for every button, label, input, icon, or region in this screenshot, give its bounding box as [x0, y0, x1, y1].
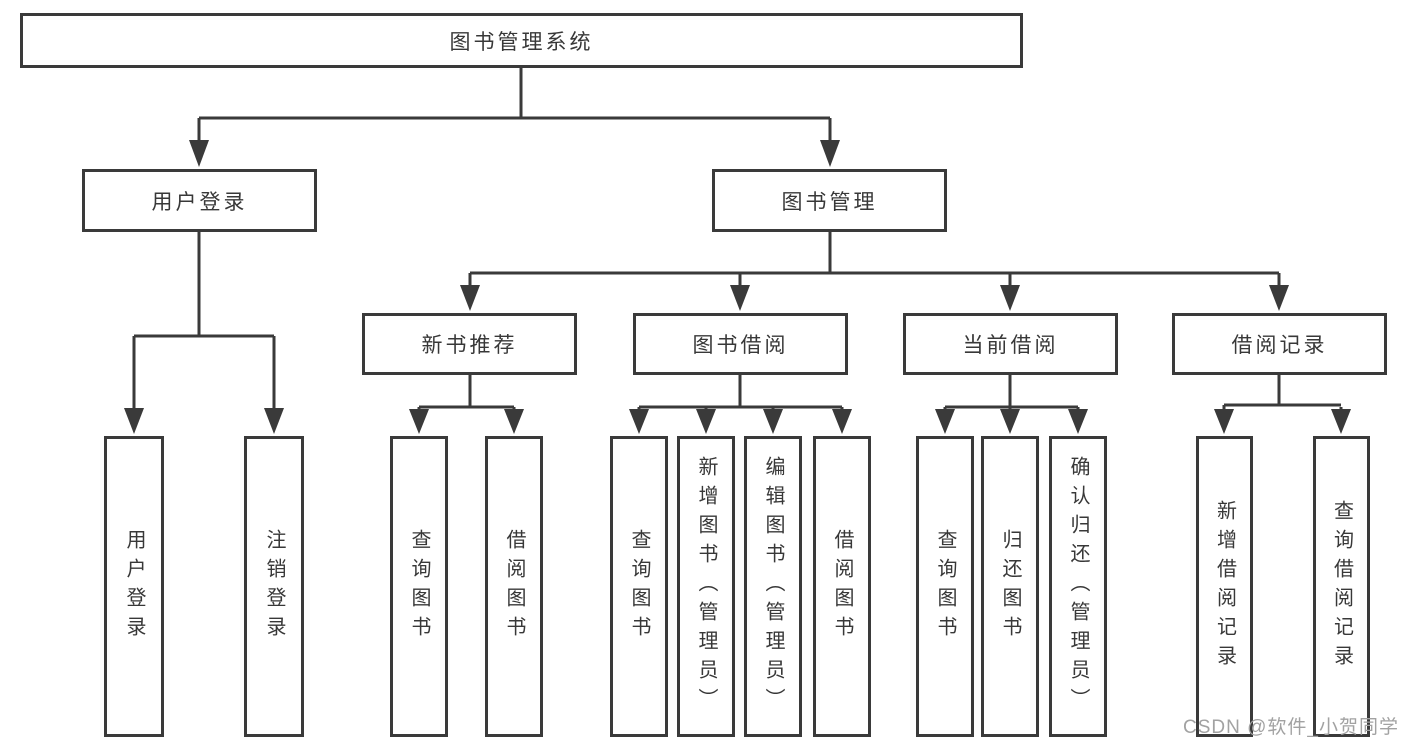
node-label: 借阅记录 [1231, 334, 1328, 357]
leaf-label: 借阅图书 [831, 528, 853, 645]
node-book-management: 图书管理 [712, 169, 947, 232]
csdn-watermark: CSDN @软件_小贺同学 [1183, 717, 1399, 738]
node-library-management-system: 图书管理系统 [20, 13, 1023, 68]
leaf-logout: 注销登录 [244, 436, 304, 737]
leaf-label: 确认归还（管理员） [1067, 456, 1089, 717]
leaf-label: 新增借阅记录 [1213, 499, 1236, 674]
node-new-book-recommend: 新书推荐 [362, 313, 577, 375]
node-label: 用户登录 [151, 190, 248, 214]
leaf-query-books-borrow: 查询图书 [610, 436, 668, 737]
node-label: 当前借阅 [962, 334, 1059, 357]
leaf-borrow-books: 借阅图书 [813, 436, 871, 737]
leaf-label: 借阅图书 [503, 528, 525, 645]
leaf-query-books-current: 查询图书 [916, 436, 974, 737]
leaf-confirm-return-admin: 确认归还（管理员） [1049, 436, 1107, 737]
node-label: 新书推荐 [421, 334, 518, 357]
node-book-borrow: 图书借阅 [633, 313, 848, 375]
leaf-edit-books-admin: 编辑图书（管理员） [744, 436, 802, 737]
leaf-add-books-admin: 新增图书（管理员） [677, 436, 735, 737]
leaf-label: 查询图书 [408, 528, 430, 645]
node-label: 图书管理 [781, 190, 878, 214]
leaf-label: 注销登录 [263, 528, 285, 645]
leaf-add-borrow-record: 新增借阅记录 [1196, 436, 1253, 737]
leaf-query-books-newbook: 查询图书 [390, 436, 448, 737]
leaf-return-books: 归还图书 [981, 436, 1039, 737]
leaf-label: 查询图书 [934, 528, 956, 645]
node-label: 图书管理系统 [449, 30, 594, 54]
leaf-label: 用户登录 [123, 528, 145, 645]
leaf-query-borrow-record: 查询借阅记录 [1313, 436, 1370, 737]
leaf-label: 查询借阅记录 [1330, 499, 1353, 674]
leaf-label: 归还图书 [999, 528, 1021, 645]
leaf-borrow-books-newbook: 借阅图书 [485, 436, 543, 737]
node-current-borrow: 当前借阅 [903, 313, 1118, 375]
node-user-login: 用户登录 [82, 169, 317, 232]
leaf-label: 编辑图书（管理员） [762, 456, 784, 717]
leaf-label: 新增图书（管理员） [695, 456, 717, 717]
leaf-label: 查询图书 [628, 528, 650, 645]
node-borrow-records: 借阅记录 [1172, 313, 1387, 375]
leaf-user-login: 用户登录 [104, 436, 164, 737]
node-label: 图书借阅 [692, 334, 789, 357]
